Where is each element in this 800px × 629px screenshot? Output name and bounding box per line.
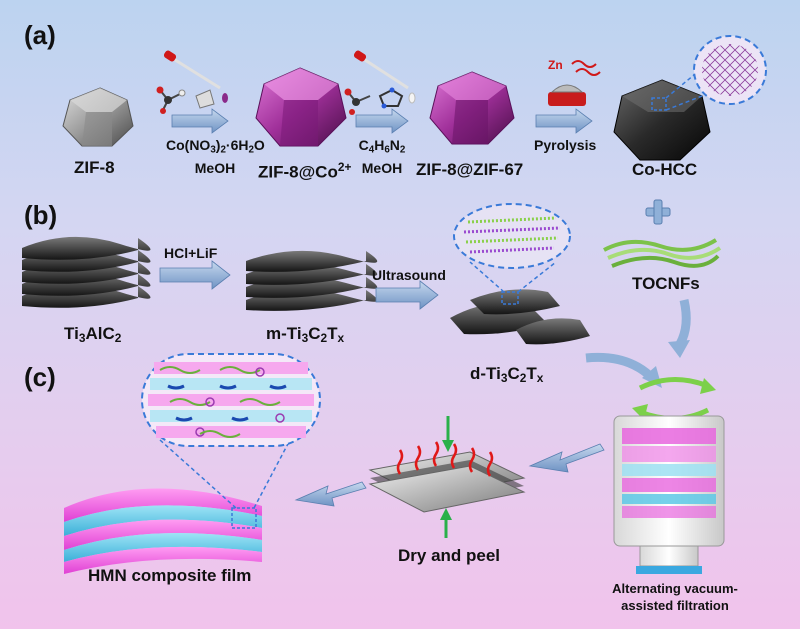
tocnfs-label: TOCNFs — [632, 274, 700, 293]
arrow-filtration-to-press — [528, 443, 605, 473]
zif8-label: ZIF-8 — [74, 158, 115, 177]
arrow-step2 — [355, 108, 409, 134]
hmn-film-stack — [64, 488, 262, 574]
zif8-crystal — [62, 87, 134, 147]
d-ti3c2tx-flakes — [450, 289, 590, 345]
ultrasound-label: Ultrasound — [372, 267, 446, 283]
etch-label: HCl+LiF — [164, 245, 218, 261]
m-ti3c2tx-stack — [246, 250, 378, 311]
arrow-etch — [159, 260, 231, 290]
filtration-label-line1: Alternating vacuum- — [612, 581, 738, 596]
arrow-ultrasound — [375, 280, 439, 310]
panel-label-b: (b) — [24, 200, 58, 230]
zif8-co-label: ZIF-8@Co2+ — [258, 160, 352, 182]
m-ti3c2tx-label: m-Ti3C2Tx — [266, 324, 345, 345]
arrow-step3 — [535, 108, 593, 134]
dry-peel-label: Dry and peel — [398, 546, 501, 565]
step2-conditions: C4H6N2 MeOH — [350, 136, 414, 177]
hmn-film-label: HMN composite film — [88, 566, 252, 585]
step1-conditions: Co(NO3)2·6H2O MeOH — [166, 136, 265, 177]
zif8-co-crystal — [255, 67, 347, 147]
filtration-label: Alternating vacuum- assisted filtration — [592, 580, 758, 614]
panel-label-a: (a) — [24, 20, 56, 50]
filtration-apparatus — [613, 376, 725, 574]
step2-solvent: MeOH — [361, 160, 403, 177]
d-ti3c2tx-zoom-bubble — [453, 203, 571, 293]
filtration-label-line2: assisted filtration — [621, 598, 729, 613]
ti3alc2-stack — [22, 236, 151, 308]
step1-solvent: MeOH — [194, 160, 236, 177]
arrow-step1 — [171, 108, 229, 134]
step2-reagent: C4H6N2 — [358, 137, 406, 156]
arrow-to-filtration-right — [668, 298, 691, 358]
pyrolysis-label: Pyrolysis — [534, 137, 597, 153]
co-hcc-crystal — [613, 79, 711, 161]
co-hcc-label: Co-HCC — [632, 160, 698, 179]
co-hcc-zoom-bubble — [665, 35, 767, 111]
hmn-zoom-bubble — [141, 353, 321, 509]
step1-reagent: Co(NO3)2·6H2O — [166, 137, 265, 156]
tocnfs-fibers — [603, 238, 722, 268]
imidazole-precursor-icon — [344, 50, 416, 115]
plus-icon — [645, 199, 671, 225]
zif8-zif67-label: ZIF-8@ZIF-67 — [416, 160, 524, 179]
panel-label-c: (c) — [24, 362, 56, 392]
ti3alc2-label: Ti3AlC2 — [64, 324, 122, 345]
cobalt-precursor-icon — [156, 50, 228, 114]
d-ti3c2tx-label: d-Ti3C2Tx — [470, 364, 544, 385]
zif8-zif67-crystal — [429, 71, 515, 145]
furnace-icon — [548, 60, 601, 106]
dry-peel-press — [368, 416, 526, 538]
zn-label: Zn — [548, 58, 563, 72]
arrow-press-to-film — [294, 481, 367, 507]
